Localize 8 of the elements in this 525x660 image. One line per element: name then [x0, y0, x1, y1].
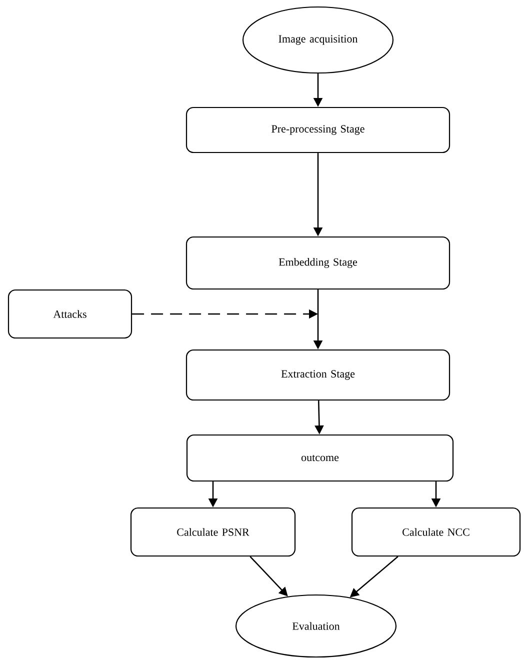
process-box: Attacks	[8, 289, 132, 339]
process-box: outcome	[186, 434, 454, 482]
process-box: Pre-processing Stage	[186, 106, 450, 154]
process-box: Calculate NCC	[351, 507, 521, 557]
process-box: Embedding Stage	[186, 236, 450, 290]
process-box: Calculate PSNR	[130, 507, 296, 557]
arrow	[250, 556, 288, 596]
process-box: Extraction Stage	[186, 349, 450, 401]
